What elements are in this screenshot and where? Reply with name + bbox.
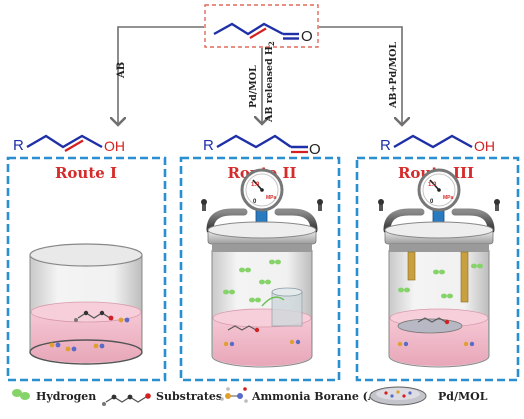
product2-chain xyxy=(216,134,292,149)
route3-post-left xyxy=(407,251,416,281)
arrow-label-ab-released: AB released H2 xyxy=(264,41,276,123)
top-molecule-chain xyxy=(213,22,284,36)
route3-pressure-gauge: 1.0 0 MPa xyxy=(417,168,461,212)
top-molecule-double-bond xyxy=(249,27,267,39)
arrow-label-ab: AB xyxy=(116,62,127,79)
route1-beaker xyxy=(29,243,143,365)
top-molecule: O xyxy=(204,4,319,48)
reaction-arrows: AB Pd/MOL AB released H2 AB+Pd/MOL xyxy=(116,26,402,125)
legend-hydrogen-label: Hydrogen xyxy=(36,390,96,403)
arrow-label-pdmol: Pd/MOL xyxy=(248,65,259,108)
route2-liquid xyxy=(213,318,311,366)
route2-reactor: 1.0 0 MPa xyxy=(201,168,323,368)
legend-substrates-label: Substrates xyxy=(156,390,222,403)
product1-double-bond xyxy=(64,139,84,152)
product1-r: R xyxy=(13,137,24,154)
route2-hydrogen-bubbles xyxy=(223,259,281,303)
route3-hydrogen-bubbles xyxy=(398,263,483,299)
route3-gauge-zero: 0 xyxy=(430,199,434,205)
product3-chain xyxy=(393,134,473,149)
product2-oxygen: O xyxy=(309,141,321,158)
top-molecule-highlight-box xyxy=(204,4,319,48)
route2-box xyxy=(179,156,341,382)
product1-chain xyxy=(26,134,103,149)
legend-ab-icon xyxy=(220,387,248,403)
route2-gauge-zero: 0 xyxy=(253,199,257,205)
route2-gauge-unit: MPa xyxy=(266,195,277,201)
legend-pdmol-label: Pd/MOL xyxy=(438,390,488,403)
legend-ab-label: Ammonia Borane (AB) xyxy=(251,390,391,403)
route1-ab-molecules xyxy=(49,317,130,352)
route1-substrate-molecules xyxy=(74,310,114,322)
route1-box xyxy=(6,156,167,382)
product-route1: R OH xyxy=(13,134,125,154)
arrow-route3 xyxy=(319,26,402,125)
top-molecule-oxygen: O xyxy=(301,28,313,45)
product-route2: R O xyxy=(203,134,321,158)
legend-substrates-icon xyxy=(102,393,151,406)
product3-r: R xyxy=(380,137,391,154)
legend: Hydrogen Substrates Ammonia Borane (AB) … xyxy=(12,386,488,406)
product1-hydroxyl: OH xyxy=(104,138,125,154)
product2-r: R xyxy=(203,137,214,154)
route3-box xyxy=(355,156,520,382)
route3-gauge-max: 1.0 xyxy=(428,182,437,188)
arrow-label-ab-pdmol: AB+Pd/MOL xyxy=(388,42,399,109)
legend-pdmol-icon xyxy=(369,386,427,406)
product-route3: R OH xyxy=(380,134,495,154)
arrow-route1 xyxy=(118,26,204,125)
route1-title: Route I xyxy=(55,164,117,182)
route3-reactor: 1.0 0 MPa xyxy=(378,168,500,368)
route1-liquid xyxy=(31,312,141,363)
route2-gauge-max: 1.0 xyxy=(251,182,260,188)
route2-pressure-gauge: 1.0 0 MPa xyxy=(240,168,284,212)
route3-post-right xyxy=(460,251,469,303)
route3-gauge-unit: MPa xyxy=(443,195,454,201)
product3-hydroxyl: OH xyxy=(474,138,495,154)
legend-hydrogen-icon xyxy=(12,389,30,400)
